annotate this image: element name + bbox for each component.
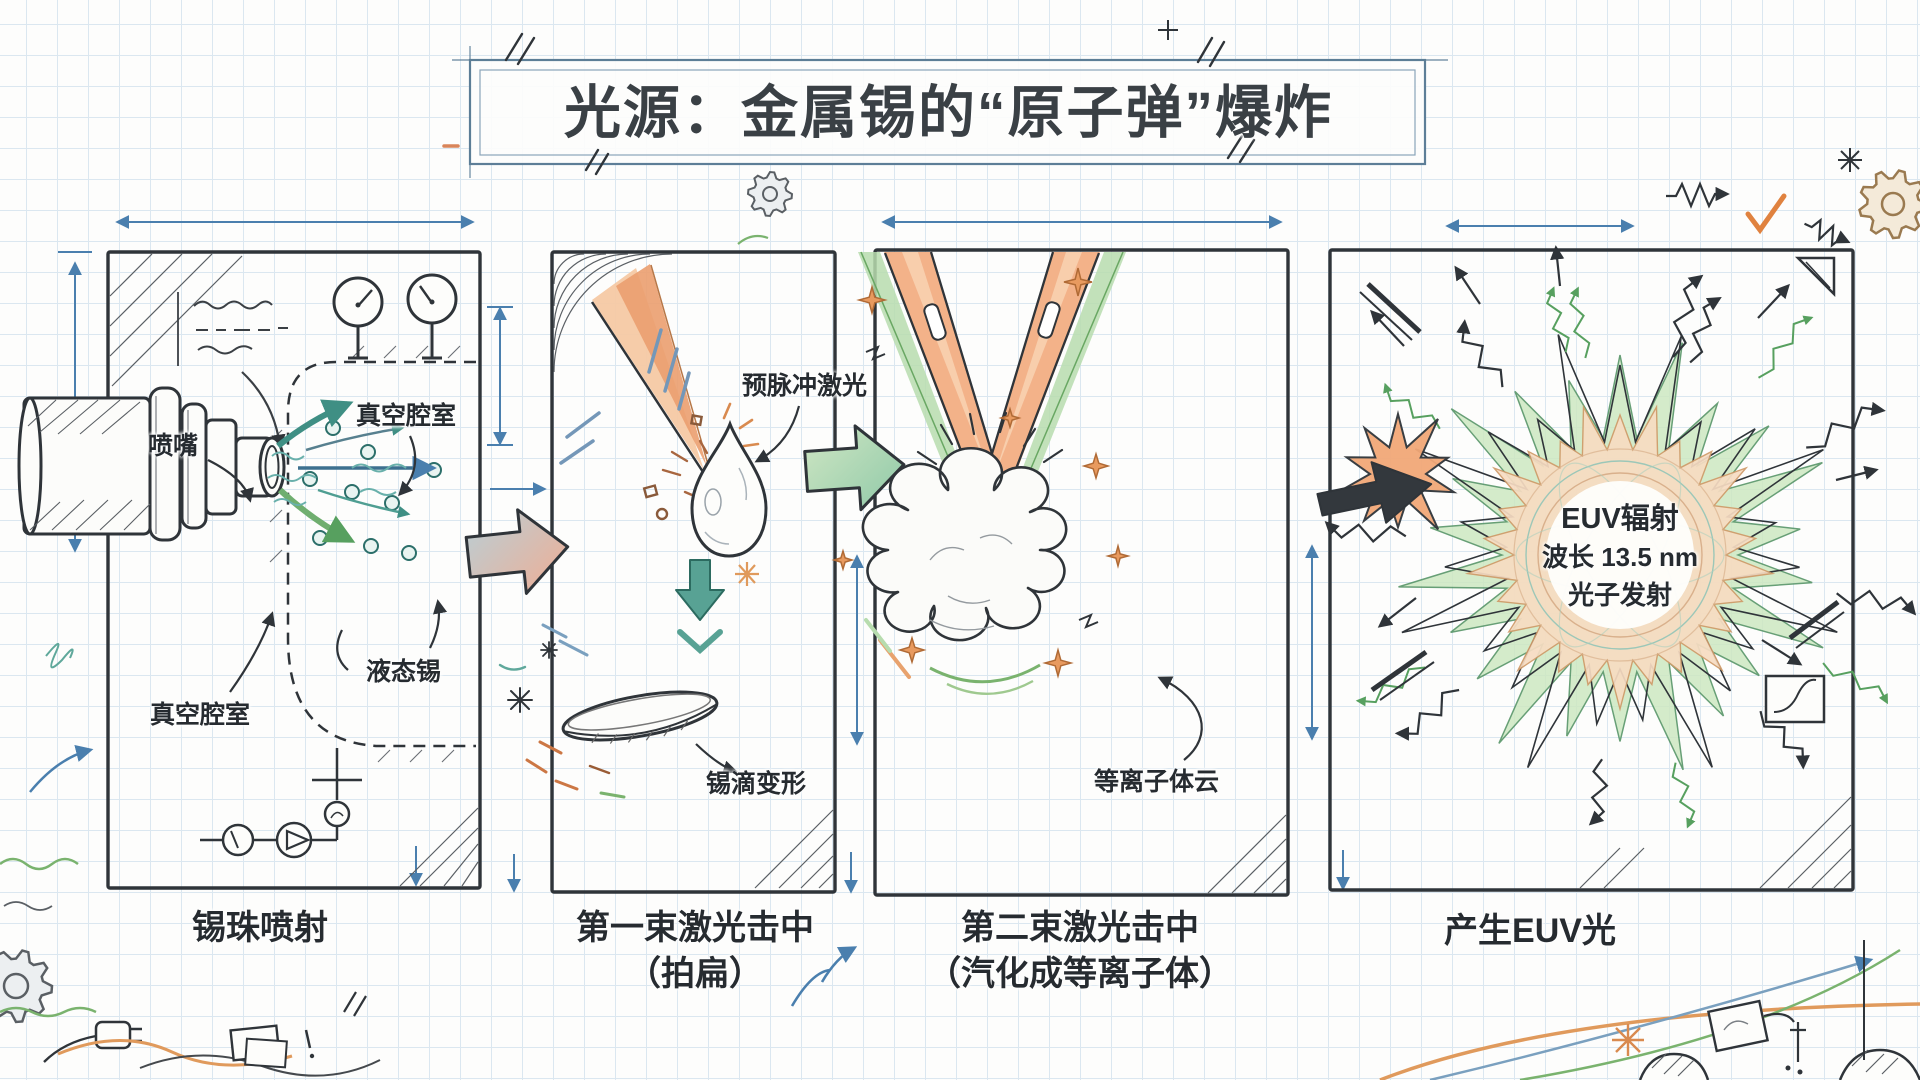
label-prepulse-laser: 预脉冲激光 bbox=[742, 372, 868, 400]
impact-sparks bbox=[642, 402, 760, 521]
spark-icon bbox=[1838, 148, 1862, 172]
panel-2-artwork bbox=[498, 264, 801, 799]
down-arrow bbox=[675, 559, 725, 621]
sparkle-icon bbox=[735, 562, 759, 586]
green-photon-rays bbox=[1355, 286, 1888, 829]
label-vacuum-chamber-bottom: 真空腔室 bbox=[150, 701, 251, 729]
title-box-frame bbox=[442, 20, 1448, 178]
flattened-disc bbox=[561, 690, 719, 744]
panel-2-frame bbox=[550, 250, 837, 894]
label-arrows bbox=[695, 405, 801, 775]
label-plasma-cloud: 等离子体云 bbox=[1094, 768, 1220, 796]
euv-center-text: EUV辐射 波长 13.5 nm 光子发射 bbox=[1495, 500, 1745, 614]
gear-icon bbox=[1858, 169, 1920, 240]
prepulse-laser-beam bbox=[590, 264, 710, 473]
caption-panel-3: 第二束激光击中 （汽化成等离子体） bbox=[927, 909, 1233, 993]
check-doodle bbox=[1745, 193, 1787, 235]
corner-hatching bbox=[109, 253, 1852, 894]
panel-4-artwork bbox=[1324, 245, 1917, 829]
flow-arrows bbox=[464, 410, 1458, 595]
starburst-center bbox=[1546, 481, 1694, 629]
mirror-doodles bbox=[1359, 282, 1845, 701]
outer-doodles bbox=[0, 148, 1920, 1080]
prism-doodle bbox=[1794, 256, 1836, 298]
vacuum-pump-piping bbox=[200, 748, 362, 859]
tin-droplet bbox=[690, 419, 768, 558]
zigzag-arrow bbox=[1666, 181, 1730, 209]
caption-panel-2: 第一束激光击中 （拍扁） bbox=[576, 909, 814, 993]
label-liquid-tin: 液态锡 bbox=[366, 658, 442, 686]
label-droplet-deform: 锡滴变形 bbox=[706, 770, 807, 798]
gear-icon bbox=[0, 949, 54, 1024]
pressure-gauge-icon bbox=[406, 273, 458, 360]
panel-4-frame bbox=[1328, 248, 1855, 892]
measurement-arrows bbox=[58, 215, 1635, 1007]
spray-arrows bbox=[267, 399, 437, 543]
spark-icon bbox=[1158, 20, 1178, 40]
label-arrow bbox=[1157, 676, 1203, 761]
bottom-right-doodles bbox=[1379, 940, 1920, 1080]
pressure-gauge-icon bbox=[332, 276, 384, 360]
label-euv-radiation: EUV辐射 bbox=[1561, 503, 1679, 535]
bottom-left-doodles bbox=[0, 991, 381, 1077]
nozzle-drawing bbox=[17, 386, 286, 542]
tin-beads bbox=[302, 420, 442, 561]
slash-doodles bbox=[504, 32, 1256, 176]
panel-1-frame bbox=[106, 250, 482, 890]
scribble-note bbox=[177, 292, 288, 449]
label-vacuum-chamber-top: 真空腔室 bbox=[356, 402, 457, 430]
photon-rays bbox=[1324, 274, 1917, 826]
flow-arrow-2 bbox=[803, 424, 906, 512]
caption-panel-4: 产生EUV光 bbox=[1444, 912, 1616, 950]
panel-3-artwork bbox=[831, 251, 1203, 761]
lightning-doodles bbox=[865, 345, 1099, 629]
flow-arrow-1 bbox=[464, 508, 570, 595]
disc-sparks bbox=[498, 623, 626, 799]
spark-icon bbox=[1612, 1024, 1644, 1056]
flow-arrow-3 bbox=[1316, 410, 1458, 531]
caption-panel-1: 锡珠喷射 bbox=[192, 909, 328, 947]
label-nozzle: 喷嘴 bbox=[148, 432, 199, 460]
label-photon-emission: 光子发射 bbox=[1567, 580, 1672, 610]
panel-1-artwork bbox=[17, 273, 476, 859]
stray-arrows bbox=[1370, 245, 1879, 666]
main-laser-beams bbox=[858, 251, 1126, 488]
chart-box-doodle bbox=[1764, 674, 1826, 724]
gear-icon bbox=[746, 170, 794, 218]
vacuum-chamber-wall bbox=[286, 360, 476, 748]
label-arrows bbox=[207, 435, 448, 693]
page-title: 光源：金属锡的“原子弹”爆炸 bbox=[564, 81, 1333, 145]
plasma-cloud-drawing bbox=[861, 447, 1068, 642]
label-wavelength: 波长 13.5 nm bbox=[1541, 542, 1699, 572]
